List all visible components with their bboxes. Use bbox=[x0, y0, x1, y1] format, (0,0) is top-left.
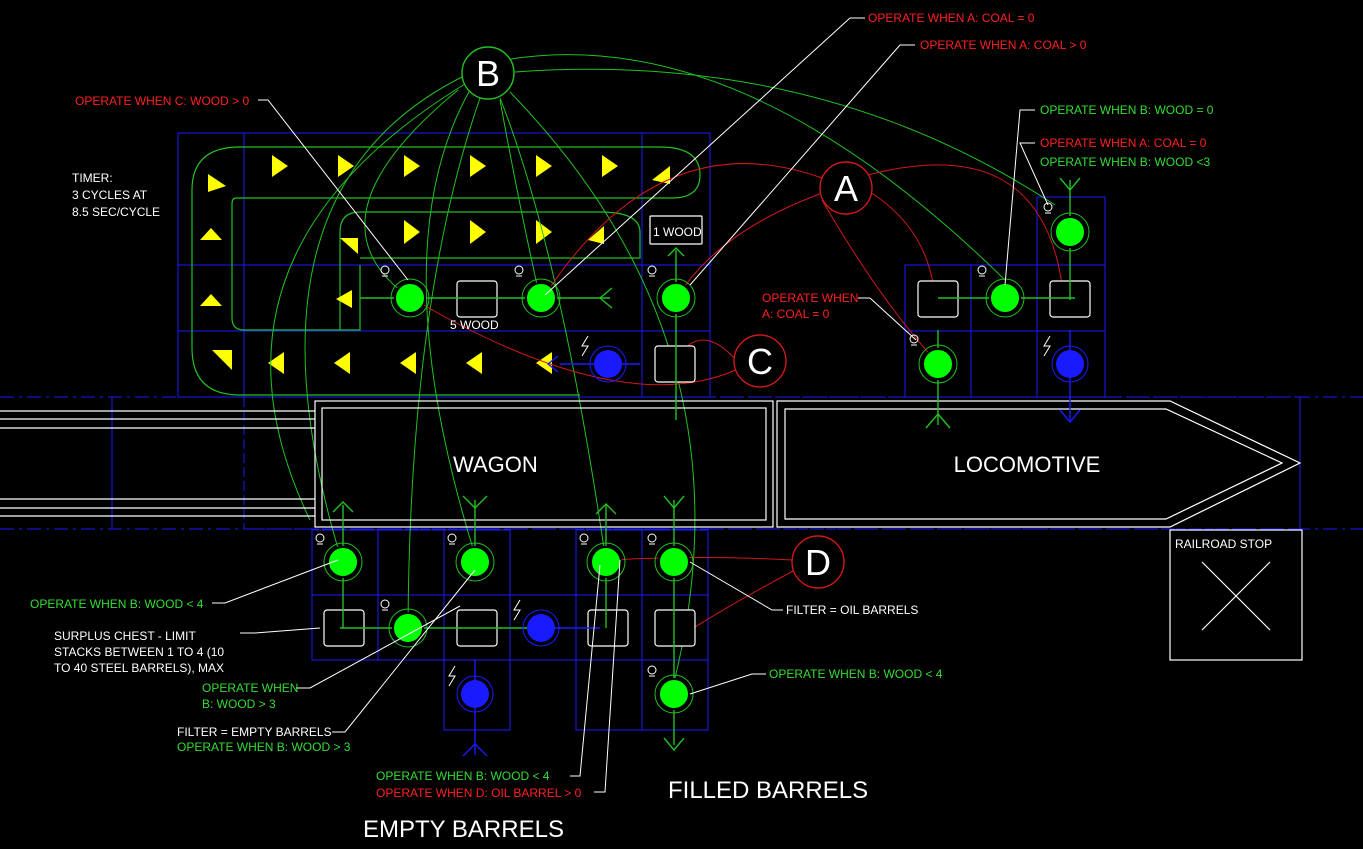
locomotive bbox=[776, 400, 1302, 528]
lamp-icon bbox=[647, 665, 657, 677]
green-node-7 bbox=[327, 546, 359, 578]
lamp-icon bbox=[909, 334, 919, 346]
bolt-icons bbox=[448, 335, 1051, 687]
blue-node-3 bbox=[527, 614, 555, 642]
ann-b-wood-lt4-left: OPERATE WHEN B: WOOD < 4 bbox=[30, 597, 204, 611]
chest-5-wood bbox=[456, 280, 498, 318]
green-node-9 bbox=[392, 612, 424, 644]
ann-b-gt3-2: B: WOOD > 3 bbox=[202, 697, 276, 711]
chest-oil bbox=[654, 609, 696, 647]
ann-a-coal-0-b: OPERATE WHEN A: COAL = 0 bbox=[1040, 136, 1207, 150]
belt-arrows bbox=[200, 155, 670, 374]
node-b-label: B bbox=[476, 53, 500, 94]
green-node-5 bbox=[1054, 216, 1086, 248]
bolt-icon bbox=[581, 335, 589, 357]
node-a: A bbox=[819, 161, 873, 215]
belt-loop bbox=[191, 146, 701, 396]
ann-filter-empty: FILTER = EMPTY BARRELS bbox=[177, 725, 332, 739]
green-node-12 bbox=[658, 678, 690, 710]
ann-op-when-2: A: COAL = 0 bbox=[762, 307, 830, 321]
lamp-icons bbox=[315, 202, 1053, 677]
ann-d-oil: OPERATE WHEN D: OIL BARREL > 0 bbox=[376, 786, 582, 800]
lamp-icon bbox=[380, 599, 390, 611]
lamp-icon bbox=[579, 533, 589, 545]
railroad-stop-label: RAILROAD STOP bbox=[1175, 537, 1272, 551]
ann-b-wood-gt3: OPERATE WHEN B: WOOD > 3 bbox=[177, 740, 351, 754]
one-wood-label: 1 WOOD bbox=[653, 225, 702, 239]
rail-track bbox=[0, 410, 315, 517]
blue-node-1 bbox=[594, 350, 622, 378]
green-wires bbox=[270, 54, 1056, 691]
railroad-stop: RAILROAD STOP bbox=[1169, 529, 1303, 661]
node-a-label: A bbox=[834, 168, 858, 209]
green-node-3 bbox=[660, 282, 692, 314]
node-c-label: C bbox=[747, 341, 773, 382]
ann-surplus-2: STACKS BETWEEN 1 TO 4 (10 bbox=[54, 645, 224, 659]
blue-node-4 bbox=[461, 680, 489, 708]
node-d-label: D bbox=[805, 542, 831, 583]
blue-node-rings bbox=[456, 345, 1089, 713]
ann-b-wood-lt4-right: OPERATE WHEN B: WOOD < 4 bbox=[769, 667, 943, 681]
green-node-4 bbox=[989, 282, 1021, 314]
ann-b-wood-lt3: OPERATE WHEN B: WOOD <3 bbox=[1040, 155, 1210, 169]
sign-1-wood bbox=[649, 215, 703, 245]
green-node-rings bbox=[323, 212, 1090, 714]
locomotive-label: LOCOMOTIVE bbox=[954, 452, 1101, 477]
ann-b-wood-lt4-mid: OPERATE WHEN B: WOOD < 4 bbox=[376, 769, 550, 783]
filled-barrels-label: FILLED BARRELS bbox=[668, 777, 868, 804]
leader-lines bbox=[212, 17, 1049, 793]
node-d: D bbox=[791, 535, 845, 589]
ann-surplus-1: SURPLUS CHEST - LIMIT bbox=[54, 629, 196, 643]
ann-surplus-3: TO 40 STEEL BARRELS), MAX bbox=[54, 661, 224, 675]
green-node-2 bbox=[525, 282, 557, 314]
node-c: C bbox=[733, 334, 787, 388]
red-wires bbox=[414, 163, 1063, 641]
wagon-label: WAGON bbox=[453, 452, 538, 477]
green-node-11 bbox=[658, 546, 690, 578]
green-node-8 bbox=[459, 546, 491, 578]
five-wood-label: 5 WOOD bbox=[450, 318, 499, 332]
blue-node-2 bbox=[1056, 350, 1084, 378]
ann-filter-oil: FILTER = OIL BARRELS bbox=[786, 603, 918, 617]
lamp-icon bbox=[514, 265, 524, 277]
green-node-1 bbox=[394, 282, 426, 314]
ann-b-wood-0: OPERATE WHEN B: WOOD = 0 bbox=[1040, 103, 1214, 117]
wagon bbox=[314, 400, 774, 528]
lamp-icon bbox=[1043, 202, 1053, 214]
ann-op-when-1: OPERATE WHEN bbox=[762, 291, 858, 305]
ann-a-coal-gt0: OPERATE WHEN A: COAL > 0 bbox=[920, 38, 1087, 52]
ann-c-wood-gt0: OPERATE WHEN C: WOOD > 0 bbox=[75, 94, 249, 108]
bolt-icon bbox=[1043, 335, 1051, 357]
blue-nodes bbox=[461, 350, 1084, 708]
lamp-icon bbox=[647, 533, 657, 545]
green-nodes bbox=[327, 216, 1086, 710]
timer-line-3: 8.5 SEC/CYCLE bbox=[72, 205, 160, 219]
lamp-icon bbox=[977, 265, 987, 277]
chest-1-wood bbox=[654, 345, 696, 383]
annotations: OPERATE WHEN A: COAL = 0 OPERATE WHEN A:… bbox=[30, 11, 1214, 800]
timer-line-2: 3 CYCLES AT bbox=[72, 188, 148, 202]
lamp-icon bbox=[315, 533, 325, 545]
lamp-icon bbox=[380, 265, 390, 277]
empty-barrels-label: EMPTY BARRELS bbox=[363, 816, 564, 843]
chests bbox=[323, 215, 1091, 647]
lamp-icon bbox=[647, 265, 657, 277]
green-node-6 bbox=[922, 348, 954, 380]
bolt-icon bbox=[513, 599, 521, 621]
lamp-icon bbox=[447, 533, 457, 545]
bolt-icon bbox=[448, 665, 456, 687]
chest-locomotive-left bbox=[917, 280, 959, 318]
timer-line-1: TIMER: bbox=[72, 171, 113, 185]
green-node-10 bbox=[590, 546, 622, 578]
ann-a-coal-0: OPERATE WHEN A: COAL = 0 bbox=[868, 11, 1035, 25]
ann-b-gt3-1: OPERATE WHEN bbox=[202, 681, 298, 695]
node-b: B bbox=[461, 46, 515, 100]
